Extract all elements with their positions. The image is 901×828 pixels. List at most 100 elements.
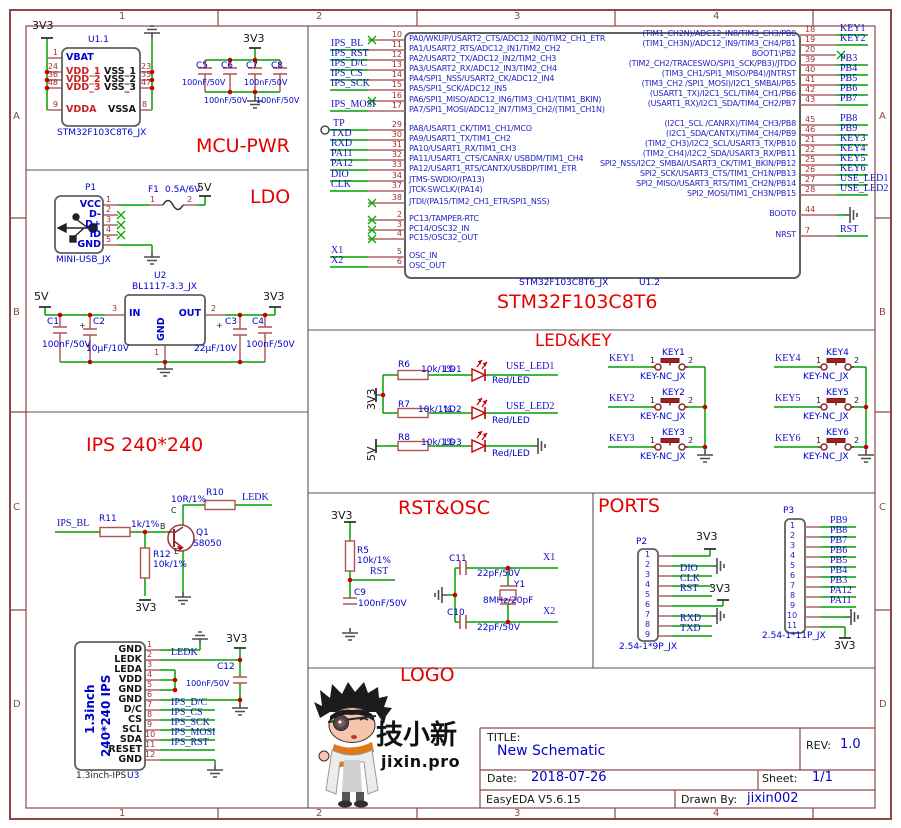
mcu-pin-function[interactable]: PA4/SPI1_NSS/USART2_CK/ADC12_IN4 bbox=[409, 74, 555, 83]
component-ref-f1[interactable]: F1 bbox=[148, 185, 159, 195]
power-label-3v3[interactable]: 3V3 bbox=[32, 19, 54, 32]
pin-name-out[interactable]: OUT bbox=[178, 308, 201, 319]
net-label-pb3[interactable]: PB3 bbox=[840, 53, 858, 64]
component-value-c4[interactable]: 100nF/50V bbox=[246, 340, 295, 350]
component-ref-p3[interactable]: P3 bbox=[783, 506, 795, 516]
net-label-clk[interactable]: CLK bbox=[680, 573, 700, 584]
component-ref-r6[interactable]: R6 bbox=[398, 360, 410, 370]
net-label-key4[interactable]: KEY4 bbox=[775, 353, 801, 364]
net-label-txd[interactable]: TXD bbox=[331, 128, 352, 139]
mcu-pin-function[interactable]: PC14/OSC32_IN bbox=[409, 224, 470, 233]
mcu-pin-function[interactable]: JTCK-SWCLK/(PA14) bbox=[409, 185, 483, 194]
mcu-pin-function[interactable]: (TIM1_CH3N)/ADC12_IN9/TIM3_CH4/PB1 bbox=[642, 39, 796, 48]
section-title-led-key[interactable]: LED&KEY bbox=[535, 331, 612, 350]
net-label-ips-bl[interactable]: IPS_BL bbox=[331, 38, 364, 49]
component-ref-ld1[interactable]: LD1 bbox=[444, 365, 462, 375]
component-value-r6[interactable]: 10k/1% bbox=[421, 365, 455, 375]
mcu-pin-function[interactable]: (USART1_RX)/I2C1_SDA/TIM4_CH2/PB7 bbox=[647, 99, 797, 108]
net-label-x2[interactable]: X2 bbox=[331, 255, 344, 266]
component-ref-ld3[interactable]: LD3 bbox=[444, 438, 462, 448]
net-label-pb4[interactable]: PB4 bbox=[840, 63, 858, 74]
net-label-dio[interactable]: DIO bbox=[680, 563, 698, 574]
net-label-x2[interactable]: X2 bbox=[543, 606, 556, 617]
component-part-u1-2[interactable]: STM32F103C8T6_JX bbox=[519, 278, 609, 288]
component-ref-r11[interactable]: R11 bbox=[99, 514, 117, 524]
component-ref-c8[interactable]: C8 bbox=[271, 61, 284, 71]
mcu-pin-function[interactable]: PC15/OSC32_OUT bbox=[409, 233, 478, 242]
component-value-c10[interactable]: 22pF/50V bbox=[477, 623, 520, 633]
component-part-key[interactable]: KEY-NC_JX bbox=[640, 412, 686, 422]
mcu-pin-function[interactable]: PA8/USART1_CK/TIM1_CH1/MCO bbox=[409, 124, 532, 133]
mcu-pin-function[interactable]: PA1/USART2_RTS/ADC12_IN1/TIM2_CH2 bbox=[409, 44, 561, 53]
net-label-key6[interactable]: KEY6 bbox=[840, 163, 866, 174]
net-label-x1[interactable]: X1 bbox=[331, 245, 344, 256]
component-ref-key4[interactable]: KEY4 bbox=[826, 348, 849, 358]
component-ref-key5[interactable]: KEY5 bbox=[826, 388, 849, 398]
mcu-pin-function[interactable]: PA9/USART1_TX/TIM1_CH2 bbox=[409, 134, 511, 143]
power-label-3v3[interactable]: 3V3 bbox=[243, 32, 265, 45]
net-label-key1[interactable]: KEY1 bbox=[609, 353, 635, 364]
component-ref-r10[interactable]: R10 bbox=[206, 488, 224, 498]
pin-name-id[interactable]: ID bbox=[89, 229, 101, 240]
component-value-r12[interactable]: 10k/1% bbox=[153, 560, 187, 570]
component-value-r11[interactable]: 1k/1% bbox=[131, 520, 160, 530]
power-label-3v3[interactable]: 3V3 bbox=[263, 290, 285, 303]
net-label-pb6[interactable]: PB6 bbox=[830, 545, 848, 556]
component-ref-key6[interactable]: KEY6 bbox=[826, 428, 849, 438]
component-ref-r5[interactable]: R5 bbox=[357, 546, 369, 556]
pin-name-gnd[interactable]: GND bbox=[118, 694, 142, 705]
mcu-pin-function[interactable]: (TIM2_CH4)/I2C2_SDA/USART3_RX/PB11 bbox=[642, 149, 796, 158]
component-ref-u1-1[interactable]: U1.1 bbox=[88, 35, 109, 45]
net-label-key4[interactable]: KEY4 bbox=[840, 143, 866, 154]
component-value-c12[interactable]: 100nF/50V bbox=[186, 679, 230, 688]
net-label-key5[interactable]: KEY5 bbox=[775, 393, 801, 404]
ports-circuit[interactable] bbox=[637, 518, 859, 642]
component-part-key[interactable]: KEY-NC_JX bbox=[640, 372, 686, 382]
net-label-rst[interactable]: RST bbox=[840, 224, 859, 235]
mcu-pin-function[interactable]: PA2/USART2_TX/ADC12_IN2/TIM2_CH3 bbox=[409, 54, 557, 63]
net-label-pb6[interactable]: PB6 bbox=[840, 83, 858, 94]
net-label-pb9[interactable]: PB9 bbox=[840, 123, 858, 134]
pin-name-dc[interactable]: D/C bbox=[123, 704, 142, 715]
net-label-pb8[interactable]: PB8 bbox=[830, 525, 848, 536]
mcu-pin-function[interactable]: SPI2_MOSI/TIM1_CH3N/PB15 bbox=[687, 189, 796, 198]
net-label-ips-cs[interactable]: IPS_CS bbox=[171, 707, 203, 718]
net-label-pb7[interactable]: PB7 bbox=[830, 535, 848, 546]
net-label-ips-dc[interactable]: IPS_D/C bbox=[331, 58, 368, 69]
net-label-pb5[interactable]: PB5 bbox=[830, 555, 848, 566]
component-value-c6[interactable]: 100nF/50V bbox=[204, 96, 248, 105]
mcu-pin-function[interactable]: NRST bbox=[775, 230, 796, 239]
net-label-tp[interactable]: TP bbox=[333, 118, 345, 129]
stm32-circuit[interactable] bbox=[320, 32, 868, 279]
net-label-ledk[interactable]: LEDK bbox=[242, 492, 269, 503]
component-ref-c4[interactable]: C4 bbox=[252, 317, 265, 327]
component-ref-r8[interactable]: R8 bbox=[398, 433, 410, 443]
mcu-pin-function[interactable]: (TIM1_CH2N)/ADC12_IN8/TIM3_CH3/PB0 bbox=[642, 29, 796, 38]
component-value-r10[interactable]: 10R/1% bbox=[171, 495, 207, 505]
component-value-c3[interactable]: 22µF/10V bbox=[194, 344, 237, 354]
section-title-ldo[interactable]: LDO bbox=[250, 186, 291, 208]
power-label-3v3[interactable]: 3V3 bbox=[331, 509, 353, 522]
date-value[interactable]: 2018-07-26 bbox=[531, 770, 607, 785]
component-value-r7[interactable]: 10k/1% bbox=[418, 405, 452, 415]
net-label-ips-rst[interactable]: IPS_RST bbox=[331, 48, 369, 59]
net-label-pb7[interactable]: PB7 bbox=[840, 93, 858, 104]
component-value-f1[interactable]: 0.5A/6V bbox=[165, 185, 201, 195]
pin-name-vdd3[interactable]: VDD_3 bbox=[66, 82, 101, 93]
component-value-c11[interactable]: 22pF/50V bbox=[477, 569, 520, 579]
mcu-pin-function[interactable]: PA12/USART1_RTS/CANTX/USBDP/TIM1_ETR bbox=[409, 164, 577, 173]
pin-name-vdd1[interactable]: VDD_1 bbox=[66, 66, 101, 77]
component-value-c9[interactable]: 100nF/50V bbox=[358, 599, 407, 609]
component-part-q1[interactable]: S8050 bbox=[193, 539, 222, 549]
net-label-rst[interactable]: RST bbox=[680, 583, 699, 594]
mcu-pin-function[interactable]: PA0/WKUP/USART2_CTS/ADC12_IN0/TIM2_CH1_E… bbox=[409, 34, 606, 43]
section-title-stm32[interactable]: STM32F103C8T6 bbox=[497, 291, 658, 313]
pin-name-gnd[interactable]: GND bbox=[156, 317, 167, 341]
pin-name-dplus[interactable]: D+ bbox=[85, 219, 101, 230]
pin-name-vcc[interactable]: VCC bbox=[79, 199, 101, 210]
mcu-pin-function[interactable]: SPI2_SCK/USART3_CTS/TIM1_CH1N/PB13 bbox=[639, 169, 796, 178]
net-label-use-led1[interactable]: USE_LED1 bbox=[506, 361, 555, 372]
net-label-clk[interactable]: CLK bbox=[331, 179, 351, 190]
component-part-key[interactable]: KEY-NC_JX bbox=[803, 452, 849, 462]
net-label-ips-mosi[interactable]: IPS_MOSI bbox=[331, 99, 376, 110]
